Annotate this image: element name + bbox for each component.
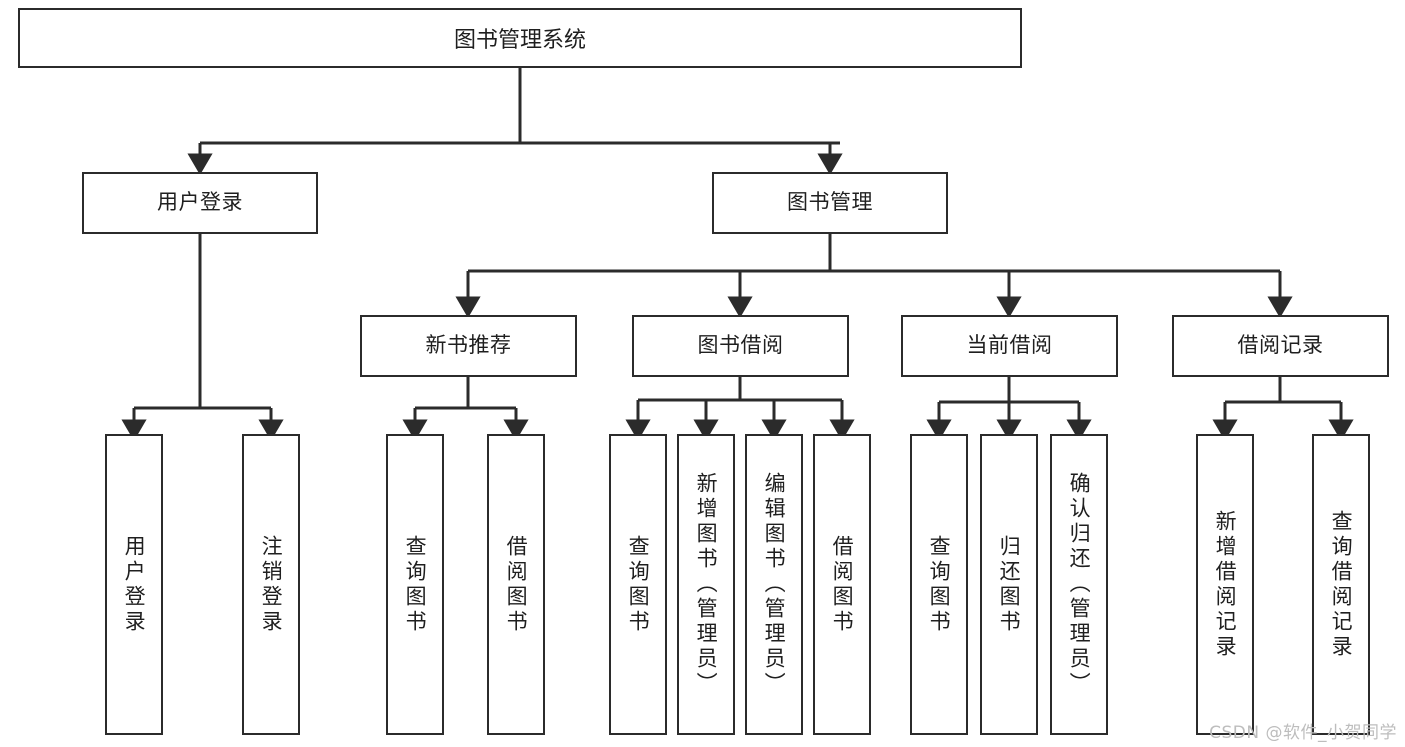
leaf-user-login-logout[interactable]: 注销登录 — [242, 434, 300, 735]
node-label: 新增借阅记录 — [1213, 509, 1238, 660]
node-book-management[interactable]: 图书管理 — [712, 172, 948, 234]
leaf-book-borrow-add-book-admin[interactable]: 新增图书（管理员） — [677, 434, 735, 735]
node-label: 查询图书 — [403, 534, 428, 635]
node-label: 借阅记录 — [1237, 333, 1324, 358]
node-label: 查询借阅记录 — [1329, 509, 1354, 660]
leaf-book-borrow-borrow-book[interactable]: 借阅图书 — [813, 434, 871, 735]
node-current-borrow[interactable]: 当前借阅 — [901, 315, 1118, 377]
node-label: 注销登录 — [259, 534, 284, 635]
node-label: 新增图书（管理员） — [694, 472, 719, 697]
node-label: 借阅图书 — [504, 534, 529, 635]
leaf-book-borrow-edit-book-admin[interactable]: 编辑图书（管理员） — [745, 434, 803, 735]
node-label: 图书管理 — [787, 190, 873, 215]
node-label: 确认归还（管理员） — [1067, 472, 1092, 697]
node-borrow-record[interactable]: 借阅记录 — [1172, 315, 1389, 377]
node-user-login[interactable]: 用户登录 — [82, 172, 318, 234]
node-new-book-recommend[interactable]: 新书推荐 — [360, 315, 577, 377]
watermark-text: CSDN @软件_小贺同学 — [1209, 723, 1397, 743]
leaf-borrow-record-add-record[interactable]: 新增借阅记录 — [1196, 434, 1254, 735]
node-label: 借阅图书 — [830, 534, 855, 635]
leaf-book-borrow-query-book[interactable]: 查询图书 — [609, 434, 667, 735]
leaf-borrow-record-query-record[interactable]: 查询借阅记录 — [1312, 434, 1370, 735]
node-label: 查询图书 — [927, 534, 952, 635]
node-label: 图书管理系统 — [453, 28, 586, 53]
leaf-current-borrow-return-book[interactable]: 归还图书 — [980, 434, 1038, 735]
node-label: 新书推荐 — [425, 333, 512, 358]
leaf-new-book-query-book[interactable]: 查询图书 — [386, 434, 444, 735]
leaf-current-borrow-confirm-return-admin[interactable]: 确认归还（管理员） — [1050, 434, 1108, 735]
node-label: 归还图书 — [997, 534, 1022, 635]
node-label: 查询图书 — [626, 534, 651, 635]
node-root-book-management-system[interactable]: 图书管理系统 — [18, 8, 1022, 68]
node-book-borrow[interactable]: 图书借阅 — [632, 315, 849, 377]
leaf-current-borrow-query-book[interactable]: 查询图书 — [910, 434, 968, 735]
node-label: 编辑图书（管理员） — [762, 472, 787, 697]
node-label: 图书借阅 — [697, 333, 784, 358]
leaf-user-login-login[interactable]: 用户登录 — [105, 434, 163, 735]
node-label: 当前借阅 — [966, 333, 1053, 358]
node-label: 用户登录 — [157, 190, 243, 215]
leaf-new-book-borrow-book[interactable]: 借阅图书 — [487, 434, 545, 735]
node-label: 用户登录 — [122, 534, 147, 635]
